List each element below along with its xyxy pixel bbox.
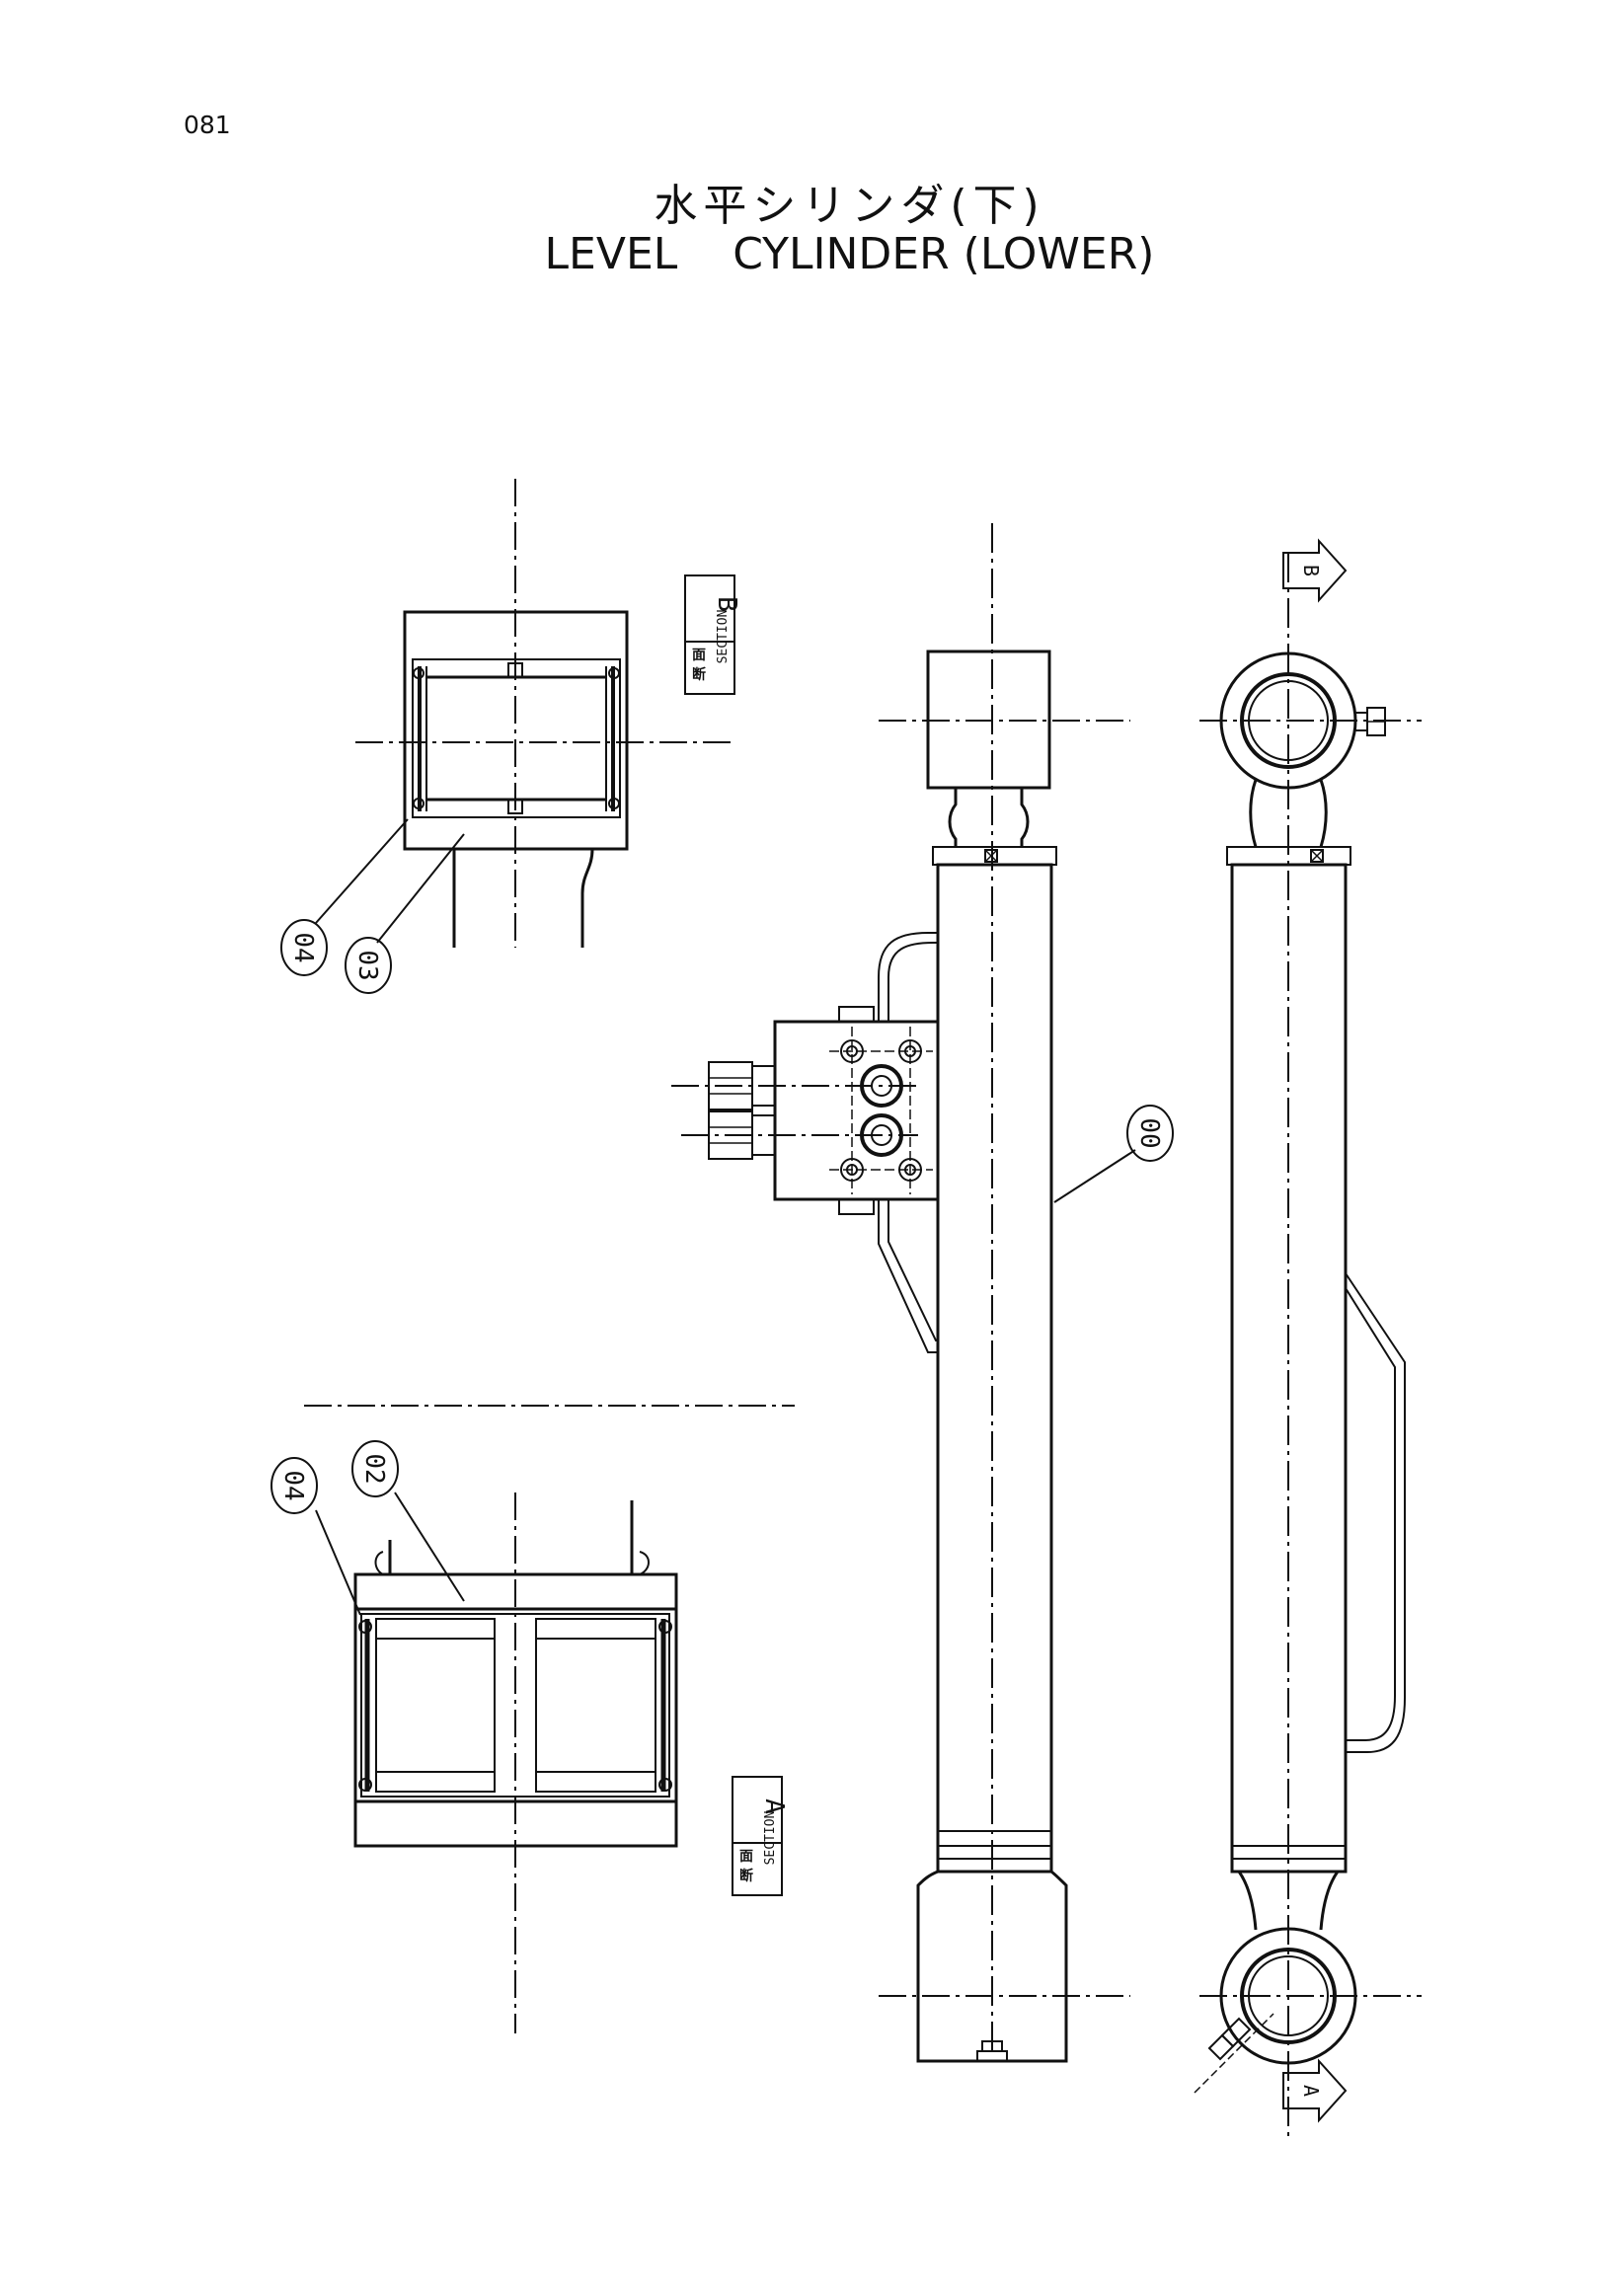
section-a-kanji-2: 面: [739, 1849, 753, 1865]
section-b-kanji-2: 面: [692, 648, 706, 663]
section-a-detail: [304, 1405, 795, 2033]
section-b-letter: B: [712, 596, 741, 612]
view-arrow-a: [1282, 2058, 1348, 2123]
callout-00: 00: [1134, 1117, 1164, 1148]
callout-02: 02: [359, 1453, 389, 1484]
cylinder-side-view: [671, 523, 1136, 2063]
cylinder-front-view: [1194, 553, 1422, 2142]
view-arrow-a-letter: A: [1299, 2085, 1323, 2097]
view-arrow-b-letter: B: [1299, 565, 1323, 576]
view-arrow-b: [1282, 538, 1348, 603]
page-number: 081: [184, 111, 231, 139]
title-japanese: 水平シリンダ(下): [654, 181, 1045, 231]
section-b-word: SECTION: [716, 610, 731, 664]
title-english: LEVEL CYLINDER (LOWER): [544, 229, 1155, 279]
section-b-label: [684, 574, 735, 695]
section-a-word: SECTION: [763, 1811, 778, 1866]
section-b-detail: [315, 479, 731, 948]
callout-circles: [270, 919, 1174, 1514]
callout-04-upper: 04: [288, 932, 318, 962]
section-a-letter: A: [759, 1799, 789, 1814]
section-a-kanji-1: 断: [739, 1868, 753, 1884]
section-b-kanji-1: 断: [692, 666, 706, 683]
callout-03: 03: [352, 950, 382, 980]
callout-04-lower: 04: [278, 1470, 308, 1500]
section-a-label: [732, 1776, 783, 1896]
